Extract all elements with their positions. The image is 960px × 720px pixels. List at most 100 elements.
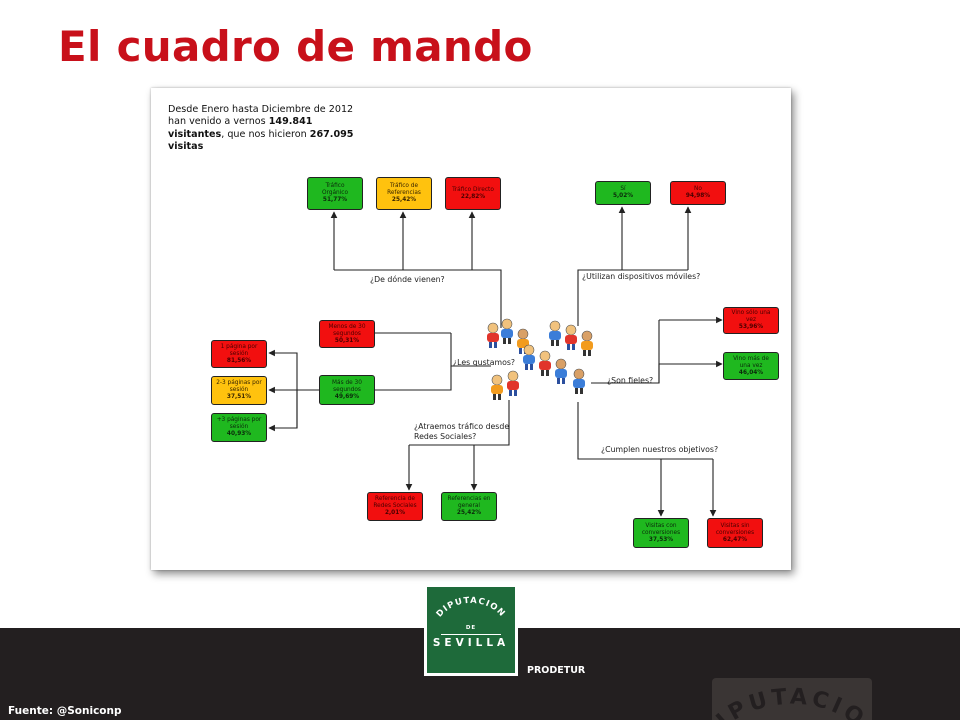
arrow-page3plus xyxy=(268,390,298,432)
box-label: Tráfico xyxy=(325,183,345,189)
logo-background: DIPUTACION DE SEVILLA xyxy=(427,587,515,673)
arrow-more-once xyxy=(658,360,723,383)
line-loyal-trunk xyxy=(591,320,660,384)
box-three-plus-pages-per-session: +3 páginas por sesión 40,93% xyxy=(211,413,267,442)
box-label: Vino sólo una xyxy=(731,310,771,316)
box-label: Menos de 30 xyxy=(328,323,366,330)
corner-logo: DIPUTACION xyxy=(701,659,872,720)
box-social-network-referrals: Referencia de Redes Sociales 2,01% xyxy=(367,492,423,521)
visitors-word: visitantes xyxy=(168,128,222,140)
box-label: conversiones xyxy=(715,529,755,536)
box-value: 25,42% xyxy=(391,197,417,203)
box-label: Referencia de xyxy=(375,496,415,502)
box-value: 53,96% xyxy=(738,324,764,330)
box-value: 37,51% xyxy=(226,394,252,400)
logo-arc-text: DIPUTACION xyxy=(435,596,506,620)
box-label: Redes Sociales xyxy=(373,503,417,509)
box-label: Vino más de xyxy=(733,355,769,362)
person-icon xyxy=(491,374,503,400)
visitor-count: 149.841 xyxy=(268,116,313,128)
arrow-page1 xyxy=(268,349,298,390)
box-less-than-30-seconds: Menos de 30 segundos 50,31% xyxy=(319,320,375,348)
box-label: segundos xyxy=(333,386,361,393)
box-label: Tráfico de xyxy=(389,183,419,189)
intro-line-1: Desde Enero hasta Diciembre de 2012 xyxy=(168,104,354,115)
box-value: 46,04% xyxy=(738,369,764,376)
logo-mid-text: DE xyxy=(465,625,477,631)
question-social: ¿Atraemos tráfico desde Redes Sociales? xyxy=(414,422,509,441)
box-value: 5,02% xyxy=(612,193,634,199)
box-label: Visitas sin xyxy=(720,522,750,529)
logo-top-text: DIPUTACION xyxy=(435,596,506,620)
line-pages-trunk xyxy=(296,389,321,428)
box-label: conversiones xyxy=(641,529,681,536)
box-label: 2-3 páginas por xyxy=(216,380,262,386)
box-visits-without-conversions: Visitas sin conversiones 62,47% xyxy=(707,518,763,548)
line-mobile-trunk xyxy=(577,269,688,326)
person-icon xyxy=(565,324,577,350)
question-social-line-1: ¿Atraemos tráfico desde xyxy=(414,422,510,431)
box-label: general xyxy=(457,503,481,509)
person-icon xyxy=(549,320,561,346)
box-value: 94,98% xyxy=(685,193,711,199)
box-label: sesión xyxy=(229,387,249,393)
box-visited-once: Vino sólo una vez 53,96% xyxy=(723,307,779,334)
box-one-page-per-session: 1 página por sesión 81,56% xyxy=(211,340,267,368)
person-icon xyxy=(573,368,585,394)
box-label: Más de 30 xyxy=(332,379,362,386)
box-visited-more-than-once: Vino más de una vez 46,04% xyxy=(723,352,779,380)
box-label: Orgánico xyxy=(321,190,349,196)
box-label: Visitas con xyxy=(645,522,677,529)
question-goals: ¿Cumplen nuestros objetivos? xyxy=(601,445,719,454)
box-label: Referencias en xyxy=(447,496,491,502)
svg-text:DIPUTACION: DIPUTACION xyxy=(712,678,871,720)
question-mobile: ¿Utilizan dispositivos móviles? xyxy=(582,272,701,281)
person-icon xyxy=(523,344,535,370)
box-value: 51,77% xyxy=(322,197,348,203)
box-value: 50,31% xyxy=(334,337,360,344)
box-visits-with-conversions: Visitas con conversiones 37,53% xyxy=(633,518,689,548)
line-goals-trunk xyxy=(577,402,713,460)
intro-text: Desde Enero hasta Diciembre de 2012 han … xyxy=(168,104,388,154)
box-label: segundos xyxy=(333,330,361,337)
box-direct-traffic: Tráfico Directo 22,82% xyxy=(445,177,501,210)
box-value: 37,53% xyxy=(648,536,674,543)
box-value: 49,69% xyxy=(334,393,360,400)
box-label: No xyxy=(694,186,702,192)
logo-bottom-text: SEVILLA xyxy=(432,637,510,649)
corner-logo-text: DIPUTACION xyxy=(701,659,871,720)
question-social-line-2: Redes Sociales? xyxy=(414,431,477,441)
question-origin: ¿De dónde vienen? xyxy=(370,275,445,284)
box-organic-traffic: Tráfico Orgánico 51,77% xyxy=(307,177,363,210)
person-icon xyxy=(501,318,513,344)
diputacion-sevilla-logo: DIPUTACION DE SEVILLA xyxy=(424,584,518,676)
question-loyal: ¿Son fieles? xyxy=(607,376,654,385)
box-value: 40,93% xyxy=(226,431,252,437)
visit-count: 267.095 xyxy=(309,128,354,140)
box-value: 22,82% xyxy=(460,193,486,200)
box-value: 2,01% xyxy=(384,510,406,516)
slide-title: El cuadro de mando xyxy=(58,22,533,71)
box-label: 1 página por xyxy=(220,343,258,350)
line-like-lower xyxy=(347,366,452,394)
box-label: vez xyxy=(745,317,757,323)
box-label: sesión xyxy=(229,424,249,430)
box-label: Referencias xyxy=(387,190,421,196)
box-referral-traffic: Tráfico de Referencias 25,42% xyxy=(376,177,432,210)
box-mobile-yes: Sí 5,02% xyxy=(595,181,651,205)
intro-line-2-pre: han venido a vernos xyxy=(168,116,269,128)
line-social-trunk xyxy=(409,400,510,446)
box-value: 81,56% xyxy=(226,357,252,364)
intro-line-3-post: , que nos hicieron xyxy=(221,128,310,140)
dashboard-diagram: Desde Enero hasta Diciembre de 2012 han … xyxy=(151,88,791,570)
person-icon xyxy=(487,322,499,348)
visits-word: visitas xyxy=(168,141,204,153)
box-mobile-no: No 94,98% xyxy=(670,181,726,205)
connector-lines xyxy=(268,206,723,517)
person-icon xyxy=(581,330,593,356)
box-two-three-pages-per-session: 2-3 páginas por sesión 37,51% xyxy=(211,376,267,405)
people-cluster-illustration xyxy=(487,318,593,400)
person-icon xyxy=(539,350,551,376)
box-label: Tráfico Directo xyxy=(452,186,494,193)
box-label: Sí xyxy=(620,186,626,192)
